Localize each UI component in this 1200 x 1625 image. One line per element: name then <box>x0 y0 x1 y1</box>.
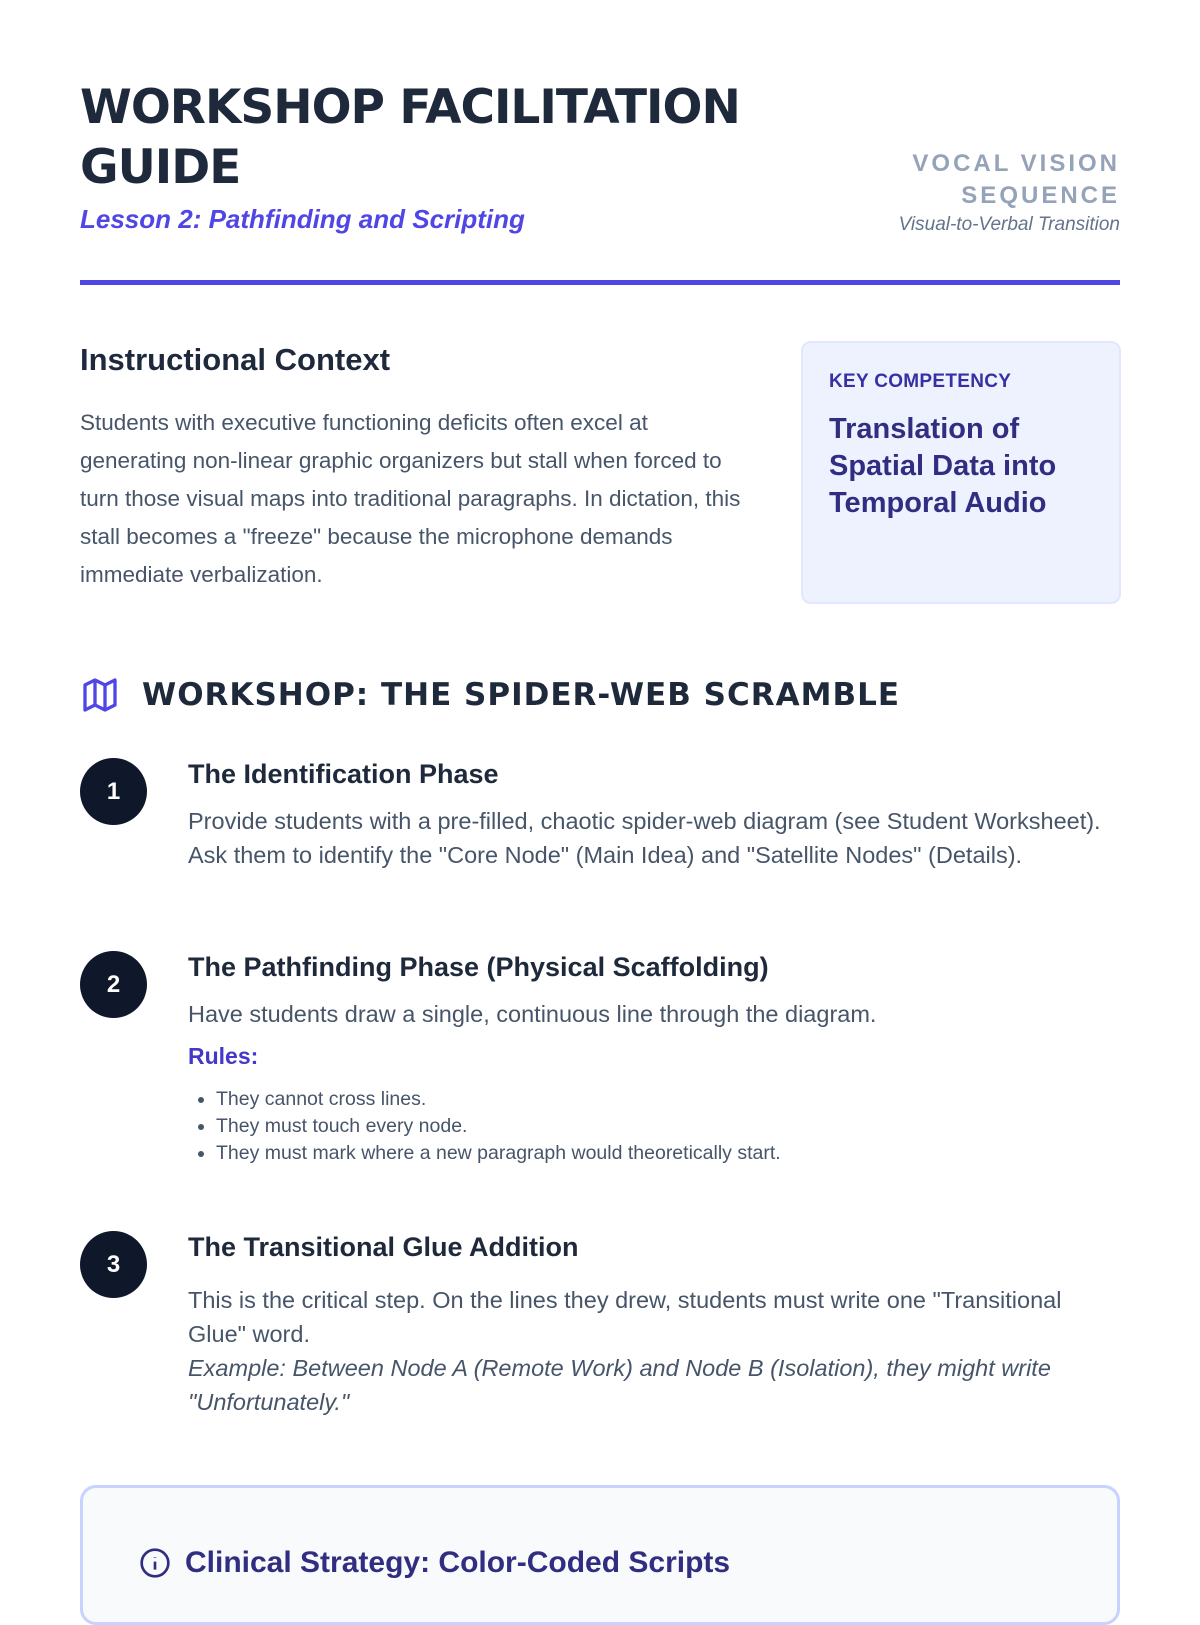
workshop-step-1: 1 The Identification Phase Provide stude… <box>80 758 1120 872</box>
instructional-context: Instructional Context Students with exec… <box>80 342 750 594</box>
info-icon <box>140 1548 170 1578</box>
step-text: Have students draw a single, continuous … <box>188 1001 877 1027</box>
key-competency-label: KEY COMPETENCY <box>829 371 1012 392</box>
page-title: WORKSHOP FACILITATION GUIDE <box>80 80 741 195</box>
header: WORKSHOP FACILITATION GUIDE Lesson 2: Pa… <box>80 78 1120 235</box>
step-title: The Identification Phase <box>188 759 499 789</box>
step-number: 2 <box>80 951 147 1018</box>
rule-item: They must touch every node. <box>216 1113 1120 1140</box>
strategy-title: Clinical Strategy: Color-Coded Scripts <box>185 1546 731 1579</box>
brand-tagline: Visual-to-Verbal Transition <box>898 214 1120 235</box>
brand-block: VOCAL VISION SEQUENCE Visual-to-Verbal T… <box>899 148 1120 236</box>
workshop-step-2: 2 The Pathfinding Phase (Physical Scaffo… <box>80 951 1120 1167</box>
context-heading: Instructional Context <box>80 342 391 377</box>
map-icon <box>83 678 117 712</box>
rules-label: Rules: <box>188 1043 259 1069</box>
context-body: Students with executive functioning defi… <box>80 410 741 587</box>
key-competency-text: Translation of Spatial Data into Tempora… <box>829 413 1057 519</box>
clinical-strategy-card: Clinical Strategy: Color-Coded Scripts <box>80 1485 1120 1625</box>
step-example: Example: Between Node A (Remote Work) an… <box>188 1355 1051 1415</box>
step-text: This is the critical step. On the lines … <box>188 1287 1062 1347</box>
workshop-step-3: 3 The Transitional Glue Addition This is… <box>80 1231 1120 1419</box>
step-text: Provide students with a pre-filled, chao… <box>188 808 1101 868</box>
header-divider <box>80 280 1120 285</box>
key-competency-card: KEY COMPETENCY Translation of Spatial Da… <box>801 341 1121 604</box>
workshop-heading: WORKSHOP: THE SPIDER-WEB SCRAMBLE <box>80 675 900 715</box>
lesson-subtitle: Lesson 2: Pathfinding and Scripting <box>80 204 525 234</box>
step-number: 3 <box>80 1231 147 1298</box>
workshop-title: WORKSHOP: THE SPIDER-WEB SCRAMBLE <box>142 677 901 713</box>
rules-list: They cannot cross lines. They must touch… <box>188 1086 1120 1167</box>
step-number: 1 <box>80 758 147 825</box>
rule-item: They cannot cross lines. <box>216 1086 1120 1113</box>
brand-name-line2: SEQUENCE <box>961 182 1120 209</box>
step-title: The Pathfinding Phase (Physical Scaffold… <box>188 952 769 982</box>
brand-name-line1: VOCAL VISION <box>912 150 1120 177</box>
rule-item: They must mark where a new paragraph wou… <box>216 1140 1120 1167</box>
step-title: The Transitional Glue Addition <box>188 1232 579 1262</box>
